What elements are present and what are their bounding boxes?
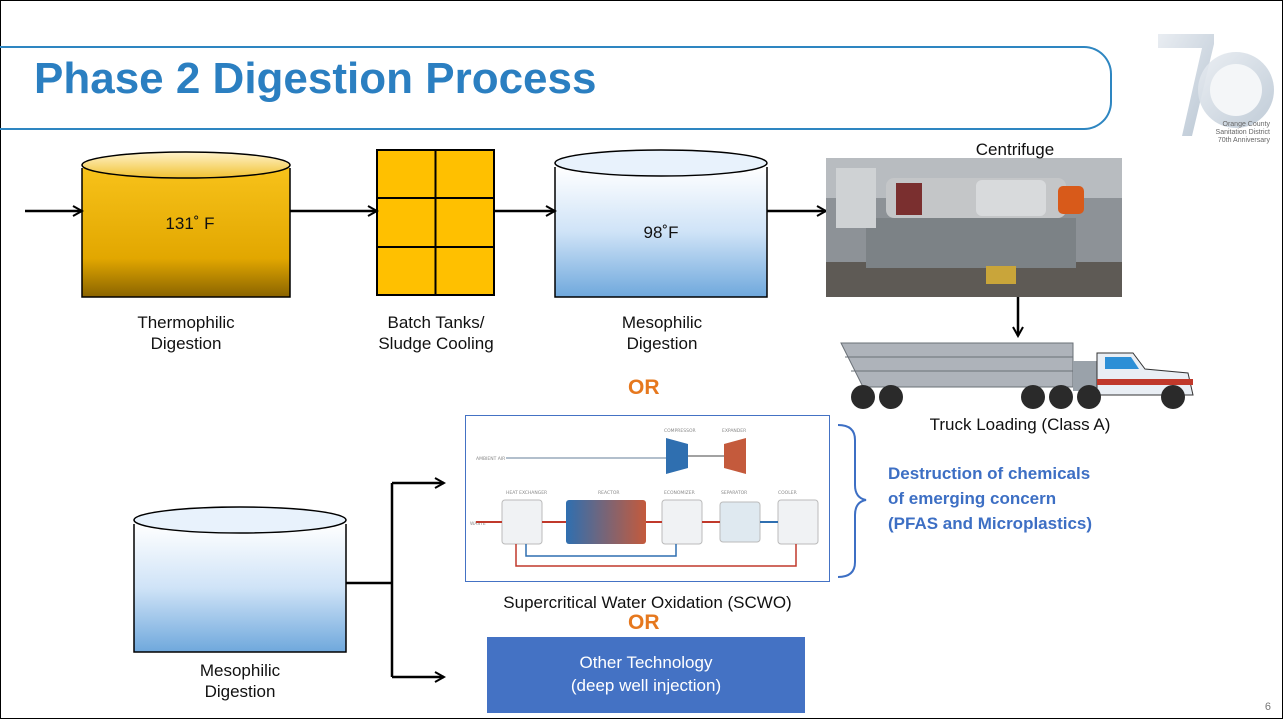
thermophilic-label-line2: Digestion xyxy=(150,334,222,353)
scwo-diagram-box: COMPRESSOR EXPANDER AMBIENT AIR HEAT EXC… xyxy=(465,415,830,582)
mesophilic-temp: 98˚F xyxy=(643,223,679,242)
scwo-label-waste: WASTE xyxy=(470,521,486,527)
thermophilic-label: Thermophilic Digestion xyxy=(106,312,266,354)
note-line2: of emerging concern xyxy=(888,489,1057,508)
logo-line-3: 70th Anniversary xyxy=(1217,137,1270,144)
curly-brace xyxy=(837,424,867,578)
truck-image xyxy=(840,342,1194,409)
mesophilic-top-label-line1: Mesophilic xyxy=(621,313,703,332)
mesophilic-bottom-label: Mesophilic Digestion xyxy=(160,660,320,702)
page-title: Phase 2 Digestion Process xyxy=(34,54,597,103)
note-line3: (PFAS and Microplastics) xyxy=(888,514,1093,533)
logo-caption: Orange County Sanitation District 70th A… xyxy=(1170,121,1270,145)
branch-arrows xyxy=(346,483,444,677)
centrifuge-label: Centrifuge xyxy=(975,140,1055,159)
mesophilic-bottom-label-line2: Digestion xyxy=(204,682,276,701)
thermophilic-temp: 131˚ F xyxy=(165,214,215,233)
scwo-label-ambient: AMBIENT AIR xyxy=(476,456,505,462)
batch-label-line1: Batch Tanks/ xyxy=(387,313,485,332)
truck-label: Truck Loading (Class A) xyxy=(929,415,1111,434)
mesophilic-tank-bottom xyxy=(133,506,347,653)
scwo-label-separator: SEPARATOR xyxy=(721,490,747,496)
other-tech-line1: Other Technology xyxy=(579,653,713,672)
centrifuge-photo xyxy=(826,158,1122,297)
other-technology-box: Other Technology (deep well injection) xyxy=(487,637,805,713)
anniversary-logo xyxy=(1158,34,1274,136)
batch-tanks-grid xyxy=(376,149,495,296)
title-banner xyxy=(0,46,1112,130)
note-line1: Destruction of chemicals xyxy=(888,464,1091,483)
scwo-benefit-note: Destruction of chemicals of emerging con… xyxy=(888,461,1092,536)
batch-label-line2: Sludge Cooling xyxy=(378,334,494,353)
scwo-label-reactor: REACTOR xyxy=(598,490,620,496)
mesophilic-top-label-line2: Digestion xyxy=(626,334,698,353)
scwo-label-compressor: COMPRESSOR xyxy=(664,428,696,434)
scwo-schematic: COMPRESSOR EXPANDER AMBIENT AIR HEAT EXC… xyxy=(470,428,819,567)
scwo-label-cooler: COOLER xyxy=(778,490,797,496)
scwo-label-hx: HEAT EXCHANGER xyxy=(506,490,547,496)
or-label-1: OR xyxy=(628,376,660,399)
thermophilic-tank xyxy=(81,151,291,298)
mesophilic-tank-top xyxy=(554,149,768,298)
slide-number: 6 xyxy=(1264,701,1271,713)
mesophilic-bottom-label-line1: Mesophilic xyxy=(199,661,281,680)
logo-line-2: Sanitation District xyxy=(1215,129,1270,136)
or-label-2: OR xyxy=(628,611,660,634)
scwo-label-economizer: ECONOMIZER xyxy=(664,490,695,496)
mesophilic-top-label: Mesophilic Digestion xyxy=(582,312,742,354)
batch-label: Batch Tanks/ Sludge Cooling xyxy=(361,312,511,354)
scwo-label: Supercritical Water Oxidation (SCWO) xyxy=(503,593,792,612)
thermophilic-label-line1: Thermophilic xyxy=(137,313,235,332)
scwo-label-expander: EXPANDER xyxy=(722,428,746,434)
other-tech-line2: (deep well injection) xyxy=(570,676,722,695)
logo-line-1: Orange County xyxy=(1222,121,1270,128)
